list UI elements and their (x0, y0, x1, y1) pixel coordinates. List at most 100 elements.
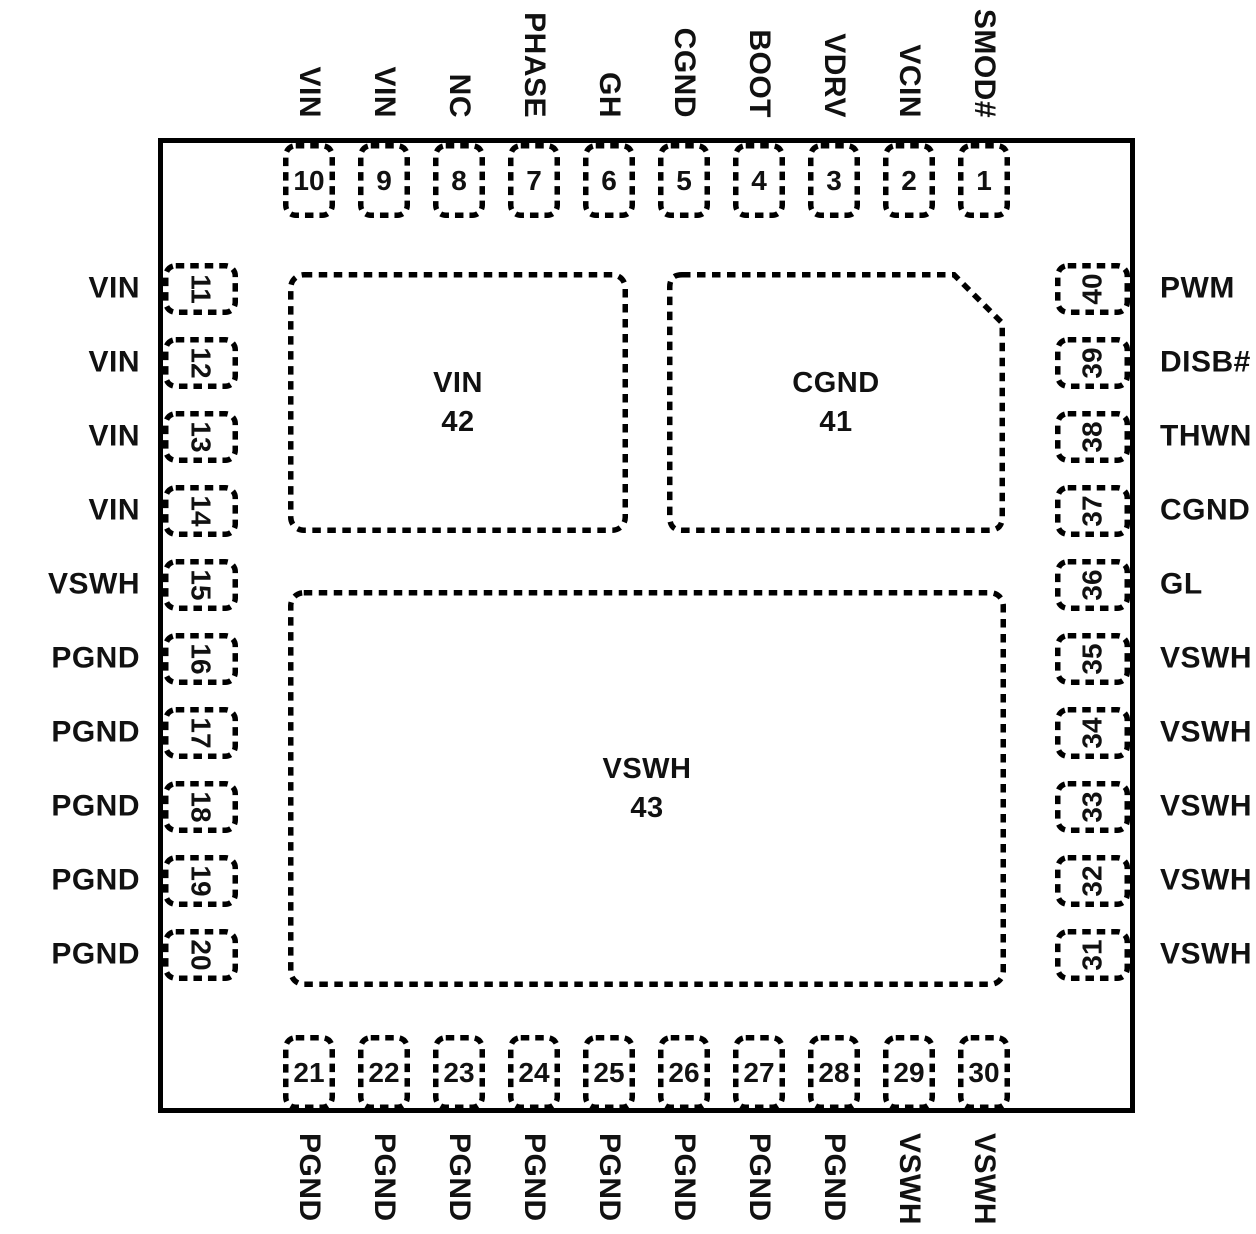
pin-box-17: 17 (163, 707, 238, 759)
pin-label-33: VSWH (1160, 789, 1252, 823)
pad-text: VIN 42 (288, 272, 628, 533)
pin-box-2: 2 (883, 143, 935, 218)
pin-label-2: VCIN (893, 44, 926, 118)
pin-number-17: 17 (185, 717, 217, 749)
pad-text: CGND 41 (667, 272, 1005, 533)
pin-label-13: VIN (88, 419, 140, 453)
pin-label-11: VIN (88, 271, 140, 305)
pin-number-11: 11 (185, 274, 217, 304)
pin-label-6: GH (593, 72, 626, 118)
pad-outline (288, 590, 1006, 987)
pin-label-21: PGND (293, 1133, 326, 1222)
pin-number-26: 26 (668, 1056, 700, 1088)
pin-box-29: 29 (883, 1035, 935, 1110)
pin-number-31: 31 (1076, 939, 1108, 971)
pin-number-21: 21 (293, 1056, 325, 1088)
pin-number-25: 25 (593, 1056, 625, 1088)
pin-label-14: VIN (88, 493, 140, 527)
pin-number-22: 22 (368, 1056, 400, 1088)
pin-number-10: 10 (293, 164, 325, 196)
pin-number-6: 6 (601, 164, 617, 196)
pin-number-35: 35 (1076, 643, 1108, 675)
pin-box-35: 35 (1055, 633, 1130, 685)
pin-box-34: 34 (1055, 707, 1130, 759)
pin-box-32: 32 (1055, 855, 1130, 907)
pin-box-6: 6 (583, 143, 635, 218)
pad-vswh-43: VSWH 43 (288, 590, 1006, 987)
pin-label-27: PGND (743, 1133, 776, 1222)
pin-box-28: 28 (808, 1035, 860, 1110)
pin-number-20: 20 (185, 939, 217, 971)
pin-box-13: 13 (163, 411, 238, 463)
pin-box-1: 1 (958, 143, 1010, 218)
pin-label-25: PGND (593, 1133, 626, 1222)
pin-number-39: 39 (1076, 347, 1108, 379)
pin-box-11: 11 (163, 263, 238, 315)
pin-box-18: 18 (163, 781, 238, 833)
pad-name: VIN (433, 366, 483, 399)
pad-name: VSWH (602, 752, 692, 785)
pin-number-36: 36 (1076, 569, 1108, 601)
pin-label-1: SMOD# (968, 8, 1001, 118)
pin-box-31: 31 (1055, 929, 1130, 981)
pin-number-3: 3 (826, 164, 842, 196)
pin-label-29: VSWH (893, 1133, 926, 1225)
pad-number: 41 (819, 405, 853, 438)
pin-box-39: 39 (1055, 337, 1130, 389)
pin-number-1: 1 (976, 164, 992, 196)
pad-number: 43 (630, 791, 664, 824)
pin-box-33: 33 (1055, 781, 1130, 833)
pin-number-8: 8 (451, 164, 467, 196)
pin-label-16: PGND (51, 641, 140, 675)
pad-number: 42 (441, 405, 475, 438)
pin-label-36: GL (1160, 567, 1203, 601)
pin-number-28: 28 (818, 1056, 850, 1088)
pad-name: CGND (792, 366, 880, 399)
pin-label-19: PGND (51, 863, 140, 897)
pin-label-12: VIN (88, 345, 140, 379)
pad-text: VSWH 43 (288, 590, 1006, 987)
pin-number-14: 14 (185, 495, 217, 527)
pin-box-14: 14 (163, 485, 238, 537)
pin-number-2: 2 (901, 164, 917, 196)
pad-cgnd-41: CGND 41 (667, 272, 1005, 533)
pin-number-9: 9 (376, 164, 392, 196)
pin-label-15: VSWH (48, 567, 140, 601)
pin-box-40: 40 (1055, 263, 1130, 315)
pin-box-5: 5 (658, 143, 710, 218)
pin-number-4: 4 (751, 164, 767, 196)
pin-label-37: CGND (1160, 493, 1251, 527)
pin-box-15: 15 (163, 559, 238, 611)
pin-number-19: 19 (185, 865, 217, 897)
pin-box-30: 30 (958, 1035, 1010, 1110)
pin-label-18: PGND (51, 789, 140, 823)
pin-label-20: PGND (51, 937, 140, 971)
pin-box-8: 8 (433, 143, 485, 218)
pin-number-33: 33 (1076, 791, 1108, 823)
pad-vin-42: VIN 42 (288, 272, 628, 533)
pin-number-29: 29 (893, 1056, 925, 1088)
pin-number-7: 7 (526, 164, 542, 196)
pin-number-18: 18 (185, 791, 217, 823)
pin-label-5: CGND (668, 27, 701, 118)
pin-box-12: 12 (163, 337, 238, 389)
pin-number-15: 15 (185, 569, 217, 601)
pin-label-28: PGND (818, 1133, 851, 1222)
pin-box-26: 26 (658, 1035, 710, 1110)
pad-outline (288, 272, 628, 533)
pin-box-10: 10 (283, 143, 335, 218)
pin-label-4: BOOT (743, 29, 776, 118)
pin-box-25: 25 (583, 1035, 635, 1110)
pin-box-21: 21 (283, 1035, 335, 1110)
pin-box-20: 20 (163, 929, 238, 981)
pin-number-13: 13 (185, 421, 217, 453)
pin-label-8: NC (443, 73, 476, 118)
pin-number-24: 24 (518, 1056, 550, 1088)
pin-label-40: PWM (1160, 271, 1235, 305)
pin-label-24: PGND (518, 1133, 551, 1222)
pin-label-31: VSWH (1160, 937, 1252, 971)
pin-label-26: PGND (668, 1133, 701, 1222)
pin-number-5: 5 (676, 164, 692, 196)
pin-label-35: VSWH (1160, 641, 1252, 675)
